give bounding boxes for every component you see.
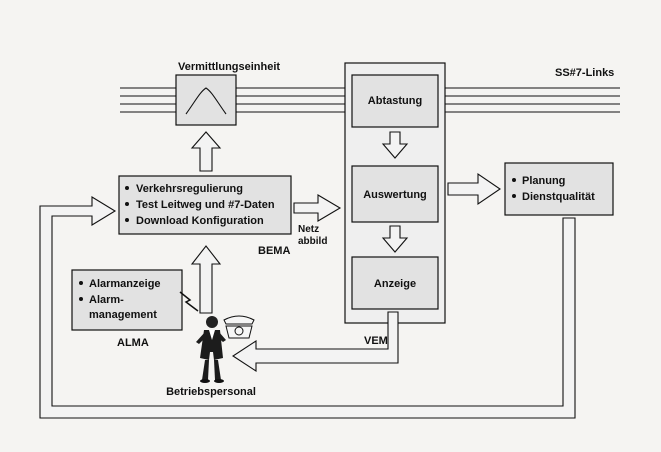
switching-unit bbox=[175, 74, 237, 126]
auswertung-label: Auswertung bbox=[363, 189, 427, 201]
bema-box bbox=[118, 175, 292, 235]
abtastung-label: Abtastung bbox=[368, 95, 422, 107]
alma-item: Alarm- bbox=[89, 294, 124, 306]
alma-label: ALMA bbox=[117, 337, 149, 349]
bema-to-switch-arrow bbox=[190, 131, 222, 172]
abbild-label: abbild bbox=[298, 236, 327, 247]
planning-item: Planung bbox=[522, 175, 565, 187]
switch-symbol bbox=[185, 87, 227, 115]
switching-unit-box bbox=[175, 74, 237, 126]
anzeige-label: Anzeige bbox=[374, 278, 416, 290]
bullet bbox=[125, 202, 129, 206]
bullet bbox=[79, 297, 83, 301]
feedback-loop-arrow bbox=[39, 196, 576, 419]
alma-box bbox=[71, 269, 183, 331]
planning-box bbox=[504, 162, 614, 216]
switching-unit-label: Vermittlungseinheit bbox=[178, 61, 280, 73]
alma-item: Alarmanzeige bbox=[89, 278, 161, 290]
personnel-label: Betriebspersonal bbox=[166, 386, 256, 398]
display-to-personnel-arrow bbox=[231, 311, 399, 373]
ss7-links-label: SS#7-Links bbox=[555, 67, 614, 79]
auswertung-box bbox=[351, 165, 439, 223]
telephone-icon bbox=[223, 315, 255, 339]
bullet bbox=[512, 178, 516, 182]
bullet bbox=[79, 281, 83, 285]
bullet bbox=[512, 194, 516, 198]
bullet bbox=[125, 218, 129, 222]
bema-label: BEMA bbox=[258, 245, 290, 257]
vema-to-planning-arrow bbox=[447, 172, 501, 206]
alarm-signal-icon bbox=[179, 291, 199, 312]
netzabbild-arrow bbox=[293, 194, 342, 222]
bullet bbox=[125, 186, 129, 190]
anzeige-box bbox=[351, 256, 439, 310]
abtastung-box bbox=[351, 74, 439, 128]
bema-item: Test Leitweg und #7-Daten bbox=[136, 199, 275, 211]
netz-label: Netz bbox=[298, 224, 319, 235]
abtastung-to-auswertung-arrow bbox=[381, 131, 409, 159]
alma-item-continuation: management bbox=[89, 309, 157, 321]
operator-person-icon bbox=[196, 316, 226, 383]
bema-item: Download Konfiguration bbox=[136, 215, 264, 227]
planning-item: Dienstqualität bbox=[522, 191, 595, 203]
auswertung-to-anzeige-arrow bbox=[381, 225, 409, 253]
bema-list: Verkehrsregulierung Test Leitweg und #7-… bbox=[125, 183, 275, 227]
personnel-to-bema-arrow bbox=[190, 245, 222, 314]
bema-item: Verkehrsregulierung bbox=[136, 183, 243, 195]
